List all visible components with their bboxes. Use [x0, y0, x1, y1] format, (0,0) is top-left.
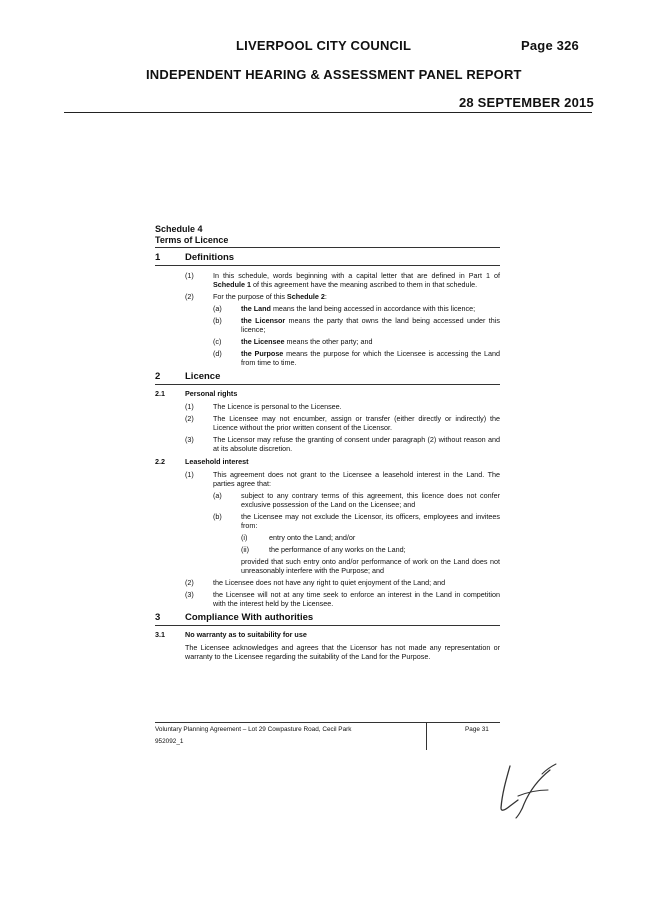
footer-page: Page 31: [465, 726, 489, 733]
clause-text: For the purpose of this: [213, 292, 287, 301]
page-number: Page 326: [521, 38, 579, 53]
clause-text-bold: Schedule 1: [213, 280, 251, 289]
clause: (1) This agreement does not grant to the…: [155, 470, 500, 488]
document-footer: Voluntary Planning Agreement – Lot 29 Co…: [155, 722, 500, 750]
definition-text: means the other party; and: [284, 337, 373, 346]
definition-item: (d) the Purpose means the purpose for wh…: [155, 349, 500, 367]
clause-text: The Licence is personal to the Licensee.: [213, 402, 342, 411]
clause: (1) The Licence is personal to the Licen…: [155, 402, 500, 411]
subsection-title: No warranty as to suitability for use: [185, 630, 307, 639]
schedule-title: Schedule 4: [155, 224, 203, 234]
defined-term: the Licensee: [241, 337, 285, 346]
footer-doc-id: 952092_1: [155, 738, 184, 745]
clause-label: (3): [185, 590, 194, 599]
clause-text: the Licensee will not at any time seek t…: [213, 590, 500, 608]
item-text: the Licensee may not exclude the Licenso…: [241, 512, 500, 530]
subitem-text: the performance of any works on the Land…: [269, 545, 406, 554]
item-label: (a): [213, 491, 222, 500]
clause: (3) The Licensor may refuse the granting…: [155, 435, 500, 453]
section-number: 2: [155, 371, 161, 382]
subsection-number: 2.2: [155, 457, 165, 466]
clause: (3) the Licensee will not at any time se…: [155, 590, 500, 608]
clause-text: of this agreement have the meaning ascri…: [250, 280, 478, 289]
clause-subitem: (ii) the performance of any works on the…: [155, 545, 500, 554]
document-body: Schedule 4 Terms of Licence 1 Definition…: [155, 224, 500, 661]
section-title: Compliance With authorities: [185, 612, 314, 623]
report-date: 28 SEPTEMBER 2015: [459, 95, 594, 110]
definition-item: (c) the Licensee means the other party; …: [155, 337, 500, 346]
subsection-title: Leasehold interest: [185, 457, 249, 466]
definition-text: means the party that owns the land being…: [241, 316, 500, 334]
definition-text: means the land being accessed in accorda…: [270, 304, 476, 313]
clause-label: (2): [185, 414, 194, 423]
clause-text: This agreement does not grant to the Lic…: [213, 470, 500, 488]
defined-term: the Licensor: [241, 316, 286, 325]
item-label: (c): [213, 337, 222, 346]
item-label: (d): [213, 349, 222, 358]
section-number: 1: [155, 252, 161, 263]
clause-text: The Licensee may not encumber, assign or…: [213, 414, 500, 432]
subitem-text: entry onto the Land; and/or: [269, 533, 356, 542]
section-heading: 3 Compliance With authorities: [155, 612, 500, 626]
clause-text: In this schedule, words beginning with a…: [213, 271, 500, 280]
clause-label: (1): [185, 402, 194, 411]
section-title: Licence: [185, 371, 221, 382]
clause-subitem: (i) entry onto the Land; and/or: [155, 533, 500, 542]
item-label: (b): [213, 316, 222, 325]
schedule-subtitle: Terms of Licence: [155, 235, 500, 248]
council-name: LIVERPOOL CITY COUNCIL: [236, 38, 412, 53]
definition-text: means the purpose for which the Licensee…: [241, 349, 500, 367]
subitem-label: (ii): [241, 545, 249, 554]
clause-label: (2): [185, 292, 194, 301]
footer-rule: [155, 722, 500, 723]
subsection-title: Personal rights: [185, 389, 238, 398]
item-label: (b): [213, 512, 222, 521]
subitem-label: (i): [241, 533, 248, 542]
clause-label: (1): [185, 271, 194, 280]
subsection-heading: 3.1 No warranty as to suitability for us…: [155, 629, 500, 640]
subsection-number: 2.1: [155, 389, 165, 398]
clause-text-bold: Schedule 2: [286, 292, 325, 301]
subsection-number: 3.1: [155, 630, 165, 639]
clause-text: :: [324, 292, 327, 301]
clause-label: (3): [185, 435, 194, 444]
section-heading: 2 Licence: [155, 371, 500, 385]
clause: (2) The Licensee may not encumber, assig…: [155, 414, 500, 432]
clause-label: (2): [185, 578, 194, 587]
proviso-text: provided that such entry onto and/or per…: [241, 557, 500, 575]
report-title: INDEPENDENT HEARING & ASSESSMENT PANEL R…: [146, 67, 522, 82]
paragraph-text: The Licensee acknowledges and agrees tha…: [185, 643, 500, 661]
clause-text: the Licensee does not have any right to …: [213, 578, 446, 587]
footer-divider: [426, 722, 427, 750]
clause-label: (1): [185, 470, 194, 479]
section-heading: 1 Definitions: [155, 252, 500, 266]
defined-term: the Purpose: [241, 349, 284, 358]
clause: (2) the Licensee does not have any right…: [155, 578, 500, 587]
defined-term: the Land: [241, 304, 271, 313]
clause-text: The Licensor may refuse the granting of …: [213, 435, 500, 453]
clause-item: (a) subject to any contrary terms of thi…: [155, 491, 500, 509]
signature-initials: [500, 763, 557, 819]
subsection-heading: 2.2 Leasehold interest: [155, 456, 500, 467]
section-title: Definitions: [185, 252, 235, 263]
item-label: (a): [213, 304, 222, 313]
section-number: 3: [155, 612, 161, 623]
item-text: subject to any contrary terms of this ag…: [241, 491, 500, 509]
clause-item: (b) the Licensee may not exclude the Lic…: [155, 512, 500, 530]
header-rule: [64, 112, 592, 113]
definition-item: (a) the Land means the land being access…: [155, 304, 500, 313]
subsection-heading: 2.1 Personal rights: [155, 388, 500, 399]
footer-agreement: Voluntary Planning Agreement – Lot 29 Co…: [155, 726, 352, 733]
clause: (1) In this schedule, words beginning wi…: [155, 271, 500, 289]
clause: (2) For the purpose of this Schedule 2:: [155, 292, 500, 301]
definition-item: (b) the Licensor means the party that ow…: [155, 316, 500, 334]
